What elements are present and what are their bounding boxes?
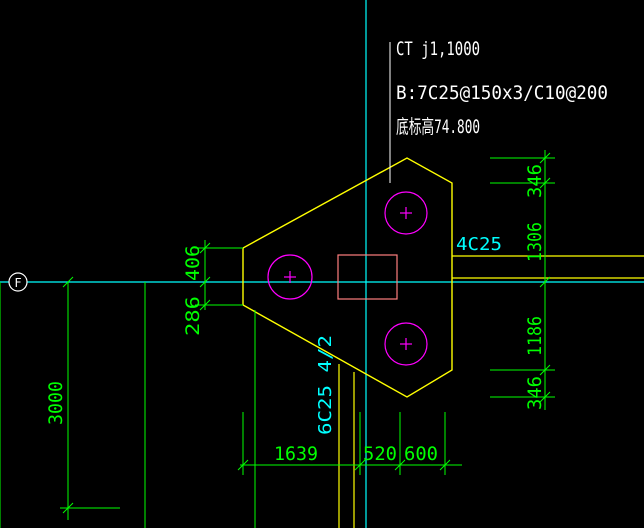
dimension-labels: 406 286 3000 1639 520 600 346 1306 1186 … <box>45 164 546 465</box>
dim-tick <box>354 459 366 471</box>
dim-tick <box>539 391 551 403</box>
beam-lines <box>338 255 644 528</box>
dim-label-right-c[interactable]: 1186 <box>524 316 546 356</box>
annotation-block[interactable]: CT j1,1000 B:7C25@150x3/C10@200 底标高74.80… <box>396 38 608 138</box>
piles <box>267 191 428 366</box>
dim-tick <box>394 459 406 471</box>
annotation-line-1: CT j1,1000 <box>396 38 480 60</box>
dim-tick <box>62 502 74 514</box>
dim-label-right-a[interactable]: 346 <box>524 164 546 198</box>
pile-circle <box>384 191 428 235</box>
dim-tick <box>237 459 249 471</box>
dim-tick <box>439 459 451 471</box>
pile-circle <box>267 254 313 300</box>
dim-tick <box>62 276 74 288</box>
dim-label-bottom-a[interactable]: 1639 <box>274 443 318 465</box>
pile-top[interactable] <box>384 191 428 235</box>
dim-tick <box>539 152 551 164</box>
column-rect[interactable] <box>337 254 398 300</box>
pile-cap-outline[interactable] <box>242 157 453 398</box>
dim-tick <box>199 242 211 254</box>
pile-circle <box>384 322 428 366</box>
axis-bubble-circle <box>8 272 28 292</box>
dim-label-right-b[interactable]: 1306 <box>524 222 546 262</box>
dim-tick <box>199 299 211 311</box>
rebar-label-horizontal[interactable]: 4C25 <box>456 234 502 255</box>
dim-label-bottom-b[interactable]: 520 <box>363 443 397 465</box>
dim-label-bottom-c[interactable]: 600 <box>404 443 438 465</box>
rebar-label-vertical[interactable]: 6C25 4/2 <box>315 335 336 435</box>
dim-tick <box>539 177 551 189</box>
pile-left[interactable] <box>267 254 313 300</box>
pile-bottom[interactable] <box>384 322 428 366</box>
dim-label-right-d[interactable]: 346 <box>524 376 546 410</box>
dim-tick <box>539 364 551 376</box>
dim-label-left-tall[interactable]: 3000 <box>45 381 67 425</box>
annotation-line-2: B:7C25@150x3/C10@200 <box>396 82 608 104</box>
axis-bubble-f[interactable]: F <box>8 272 28 292</box>
dim-tick <box>199 276 211 288</box>
axis-bubble-label: F <box>14 276 21 290</box>
dimensions <box>0 150 555 528</box>
dim-label-left-lower[interactable]: 286 <box>182 296 204 336</box>
annotation-line-3: 底标高74.800 <box>396 116 480 138</box>
dim-tick <box>539 276 551 288</box>
dim-label-left-upper[interactable]: 406 <box>182 245 204 281</box>
